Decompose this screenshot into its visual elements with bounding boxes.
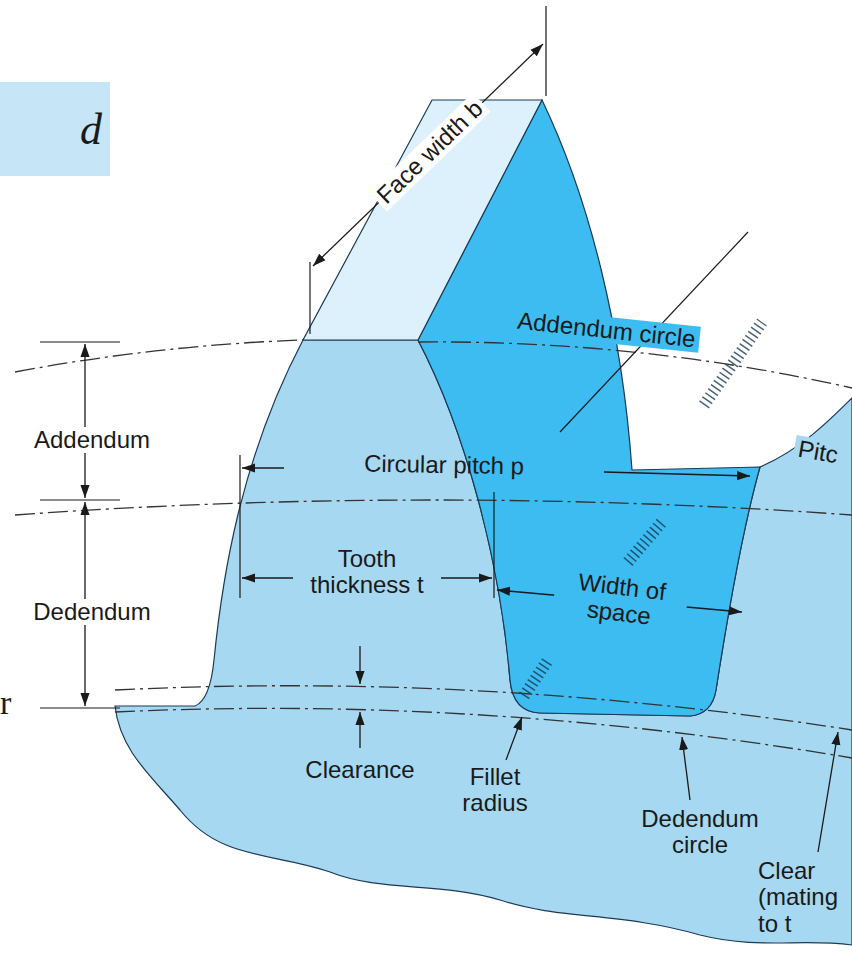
dimension-label: Addendum [30, 427, 154, 453]
dimension-label: Tooth thickness t [293, 546, 441, 599]
dimension-arrows [85, 44, 838, 852]
text-fragment: r [0, 684, 11, 721]
circle-label: Dedendum circle [630, 806, 770, 859]
top-land [303, 100, 542, 340]
contact-hatching [524, 322, 762, 696]
reference-circles [15, 340, 852, 758]
symbol-letter: d [80, 104, 102, 155]
highlight-box: d [0, 82, 110, 176]
part-label: Fillet radius [445, 764, 545, 817]
dimension-label: Dedendum [29, 599, 154, 625]
dimension-label: Clearance [301, 757, 418, 783]
clearance-note: Clear (mating to t [754, 858, 850, 937]
dimension-label: Circular pitch p [360, 450, 528, 479]
